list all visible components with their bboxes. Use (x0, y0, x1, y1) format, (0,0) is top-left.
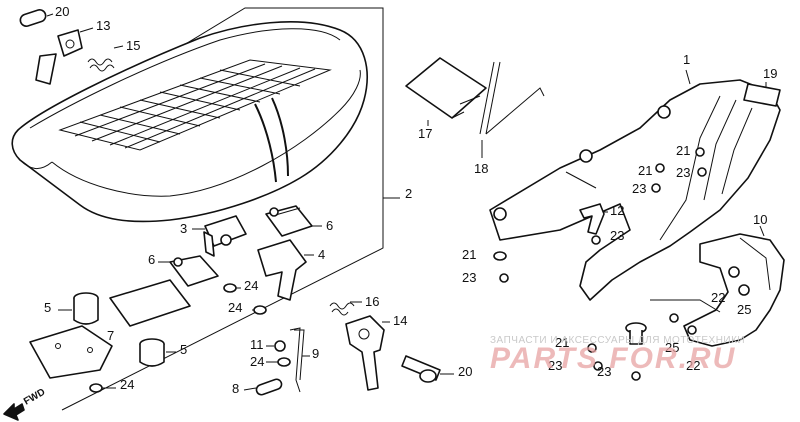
part-15-spring (87, 45, 124, 72)
watermark: ЗАПЧАСТИ И АКСЕССУАРЫ ДЛЯ МОТОТЕХНИКИ PA… (490, 335, 745, 375)
part-6-latch-b (158, 255, 219, 287)
callout-c-20b: 20 (458, 364, 472, 379)
callout-c-23a: 23 (676, 165, 690, 180)
part-24-nut-b (252, 305, 267, 315)
part-18-rod (479, 61, 545, 158)
callout-c-20a: 20 (55, 4, 69, 19)
part-fasteners-right (493, 147, 707, 283)
callout-c-7: 7 (107, 328, 114, 343)
callout-c-4: 4 (318, 247, 325, 262)
callout-c-16: 16 (365, 294, 379, 309)
callout-c-12: 12 (610, 203, 624, 218)
fwd-label: FWD (22, 387, 47, 408)
part-5-cushion-b (139, 338, 176, 367)
part-17-pouch (405, 57, 487, 126)
part-6-latch-a (265, 205, 322, 237)
part-11-bolt (266, 340, 286, 352)
part-24-nut-a (223, 283, 241, 293)
part-20-pin-b (401, 355, 454, 383)
callout-c-17: 17 (418, 126, 432, 141)
callout-c-23d: 23 (462, 270, 476, 285)
callout-c-18: 18 (474, 161, 488, 176)
callout-c-14: 14 (393, 313, 407, 328)
part-20-pin (19, 9, 54, 27)
part-3-bracket (192, 215, 247, 257)
callout-c-21b: 21 (638, 163, 652, 178)
watermark-line1: ЗАПЧАСТИ И АКСЕССУАРЫ ДЛЯ МОТОТЕХНИКИ (490, 335, 745, 346)
callout-c-23f: 23 (597, 364, 611, 379)
part-8-grommet (243, 378, 283, 396)
callout-c-24c: 24 (120, 377, 134, 392)
callout-c-21c: 21 (462, 247, 476, 262)
part-9-cable (289, 327, 310, 393)
part-10-tail-cover (683, 225, 785, 347)
callout-c-1: 1 (683, 52, 690, 67)
seat-part-2 (11, 21, 368, 223)
callout-c-13: 13 (96, 18, 110, 33)
part-12-bracket (579, 203, 608, 235)
callout-c-3: 3 (180, 221, 187, 236)
callout-c-21a: 21 (676, 143, 690, 158)
callout-c-8: 8 (232, 381, 239, 396)
callout-c-25b: 25 (665, 340, 679, 355)
part-1-rear-cowl (489, 69, 781, 301)
callout-c-23c: 23 (610, 228, 624, 243)
part-14-lock-bracket (345, 315, 390, 391)
part-7-plate (29, 325, 113, 379)
part-13-bracket (35, 27, 94, 85)
part-4-hinge (257, 239, 314, 301)
part-24-nut-d (266, 357, 291, 367)
callout-c-22b: 22 (686, 358, 700, 373)
part-lower-hardware (587, 299, 721, 381)
callout-c-11: 11 (250, 337, 264, 352)
callout-c-5a: 5 (44, 300, 51, 315)
part-24-nut-c (89, 383, 116, 393)
callout-c-15: 15 (126, 38, 140, 53)
part-19-strip (743, 82, 781, 107)
callout-c-23b: 23 (632, 181, 646, 196)
watermark-line2: PARTS FOR.RU (490, 342, 736, 375)
part-5-cushion-a (58, 292, 99, 325)
fwd-arrow-icon: FWD (3, 387, 47, 421)
callout-c-2: 2 (405, 186, 412, 201)
callout-c-23e: 23 (548, 358, 562, 373)
callout-c-24b: 24 (228, 300, 242, 315)
part-pad-plate (109, 279, 191, 327)
callout-c-22a: 22 (711, 290, 725, 305)
callout-c-21d: 21 (555, 335, 569, 350)
callout-c-5b: 5 (180, 342, 187, 357)
part-16-spring (329, 301, 362, 316)
callout-c-19: 19 (763, 66, 777, 81)
callout-c-24a: 24 (244, 278, 258, 293)
callout-c-24d: 24 (250, 354, 264, 369)
callout-c-6a: 6 (326, 218, 333, 233)
callout-c-9: 9 (312, 346, 319, 361)
callout-c-10: 10 (753, 212, 767, 227)
callout-c-6b: 6 (148, 252, 155, 267)
callout-c-25a: 25 (737, 302, 751, 317)
